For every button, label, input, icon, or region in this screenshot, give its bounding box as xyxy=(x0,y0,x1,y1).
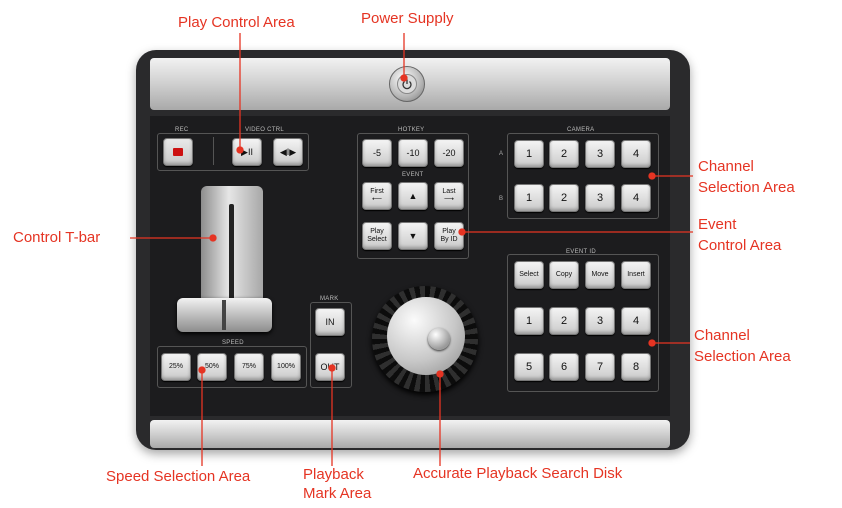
mark-group xyxy=(310,302,352,388)
event-id-select[interactable]: Select xyxy=(514,261,544,289)
label-event-control-1: Event xyxy=(698,216,737,233)
record-icon xyxy=(173,148,183,156)
speed-100[interactable]: 100% xyxy=(271,353,301,381)
camera-label: CAMERA xyxy=(567,127,595,133)
play-control-group xyxy=(157,133,309,171)
hotkey-minus10[interactable]: -10 xyxy=(398,139,428,167)
event-id-6[interactable]: 6 xyxy=(549,353,579,381)
camera-a-1[interactable]: 1 xyxy=(514,140,544,168)
event-id-2[interactable]: 2 xyxy=(549,307,579,335)
event-id-insert[interactable]: Insert xyxy=(621,261,651,289)
label-channel-selection-bottom-1: Channel xyxy=(694,327,750,344)
event-id-move[interactable]: Move xyxy=(585,261,615,289)
speed-label: SPEED xyxy=(222,340,244,346)
camera-a-4[interactable]: 4 xyxy=(621,140,651,168)
camera-a-2[interactable]: 2 xyxy=(549,140,579,168)
event-id-copy[interactable]: Copy xyxy=(549,261,579,289)
speed-25[interactable]: 25% xyxy=(161,353,191,381)
mark-label: MARK xyxy=(320,296,339,302)
search-disk-knob xyxy=(387,297,465,375)
event-id-8[interactable]: 8 xyxy=(621,353,651,381)
frame-step-button[interactable]: ◀I▶ xyxy=(273,138,303,166)
video-ctrl-label: VIDEO CTRL xyxy=(245,127,285,133)
arrow-up-icon: ▲ xyxy=(408,190,418,201)
speed-group xyxy=(157,346,307,388)
camera-b-4[interactable]: 4 xyxy=(621,184,651,212)
hotkey-event-group xyxy=(357,133,469,259)
event-id-7[interactable]: 7 xyxy=(585,353,615,381)
hotkey-minus5[interactable]: -5 xyxy=(362,139,392,167)
rec-label: REC xyxy=(175,127,189,133)
event-down-button[interactable]: ▼ xyxy=(398,222,428,250)
event-last-button[interactable]: Last⟶ xyxy=(434,182,464,210)
label-playback-mark-2: Mark Area xyxy=(303,485,372,502)
label-channel-selection-top-1: Channel xyxy=(698,158,754,175)
row-a-label: A xyxy=(499,151,504,157)
event-id-group xyxy=(507,254,659,392)
label-play-control-area: Play Control Area xyxy=(178,14,295,31)
event-label: EVENT xyxy=(402,172,424,178)
divider xyxy=(213,137,214,165)
label-channel-selection-top-2: Selection Area xyxy=(698,179,795,196)
camera-b-2[interactable]: 2 xyxy=(549,184,579,212)
event-id-1[interactable]: 1 xyxy=(514,307,544,335)
rec-button[interactable] xyxy=(163,138,193,166)
label-playback-mark-1: Playback xyxy=(303,466,364,483)
label-channel-selection-bottom-2: Selection Area xyxy=(694,348,791,365)
tbar-handle[interactable] xyxy=(177,298,272,332)
mark-in-button[interactable]: IN xyxy=(315,308,345,336)
event-id-label: EVENT ID xyxy=(566,249,596,255)
event-first-button[interactable]: First⟵ xyxy=(362,182,392,210)
label-power-supply: Power Supply xyxy=(361,10,454,27)
arrow-down-icon: ▼ xyxy=(408,230,418,241)
camera-b-1[interactable]: 1 xyxy=(514,184,544,212)
hotkey-minus20[interactable]: -20 xyxy=(434,139,464,167)
event-id-5[interactable]: 5 xyxy=(514,353,544,381)
power-key[interactable] xyxy=(389,66,425,102)
bottom-rail xyxy=(150,420,670,448)
label-event-control-2: Control Area xyxy=(698,237,782,254)
label-control-tbar: Control T-bar xyxy=(13,229,101,246)
row-b-label: B xyxy=(499,196,504,202)
speed-75[interactable]: 75% xyxy=(234,353,264,381)
hotkey-label: HOTKEY xyxy=(398,127,425,133)
label-search-disk: Accurate Playback Search Disk xyxy=(413,465,623,482)
tbar-groove xyxy=(229,204,234,324)
camera-a-3[interactable]: 3 xyxy=(585,140,615,168)
event-up-button[interactable]: ▲ xyxy=(398,182,428,210)
event-id-3[interactable]: 3 xyxy=(585,307,615,335)
label-speed-selection-area: Speed Selection Area xyxy=(106,468,251,485)
search-disk-dimple xyxy=(428,328,450,350)
event-id-4[interactable]: 4 xyxy=(621,307,651,335)
camera-b-3[interactable]: 3 xyxy=(585,184,615,212)
